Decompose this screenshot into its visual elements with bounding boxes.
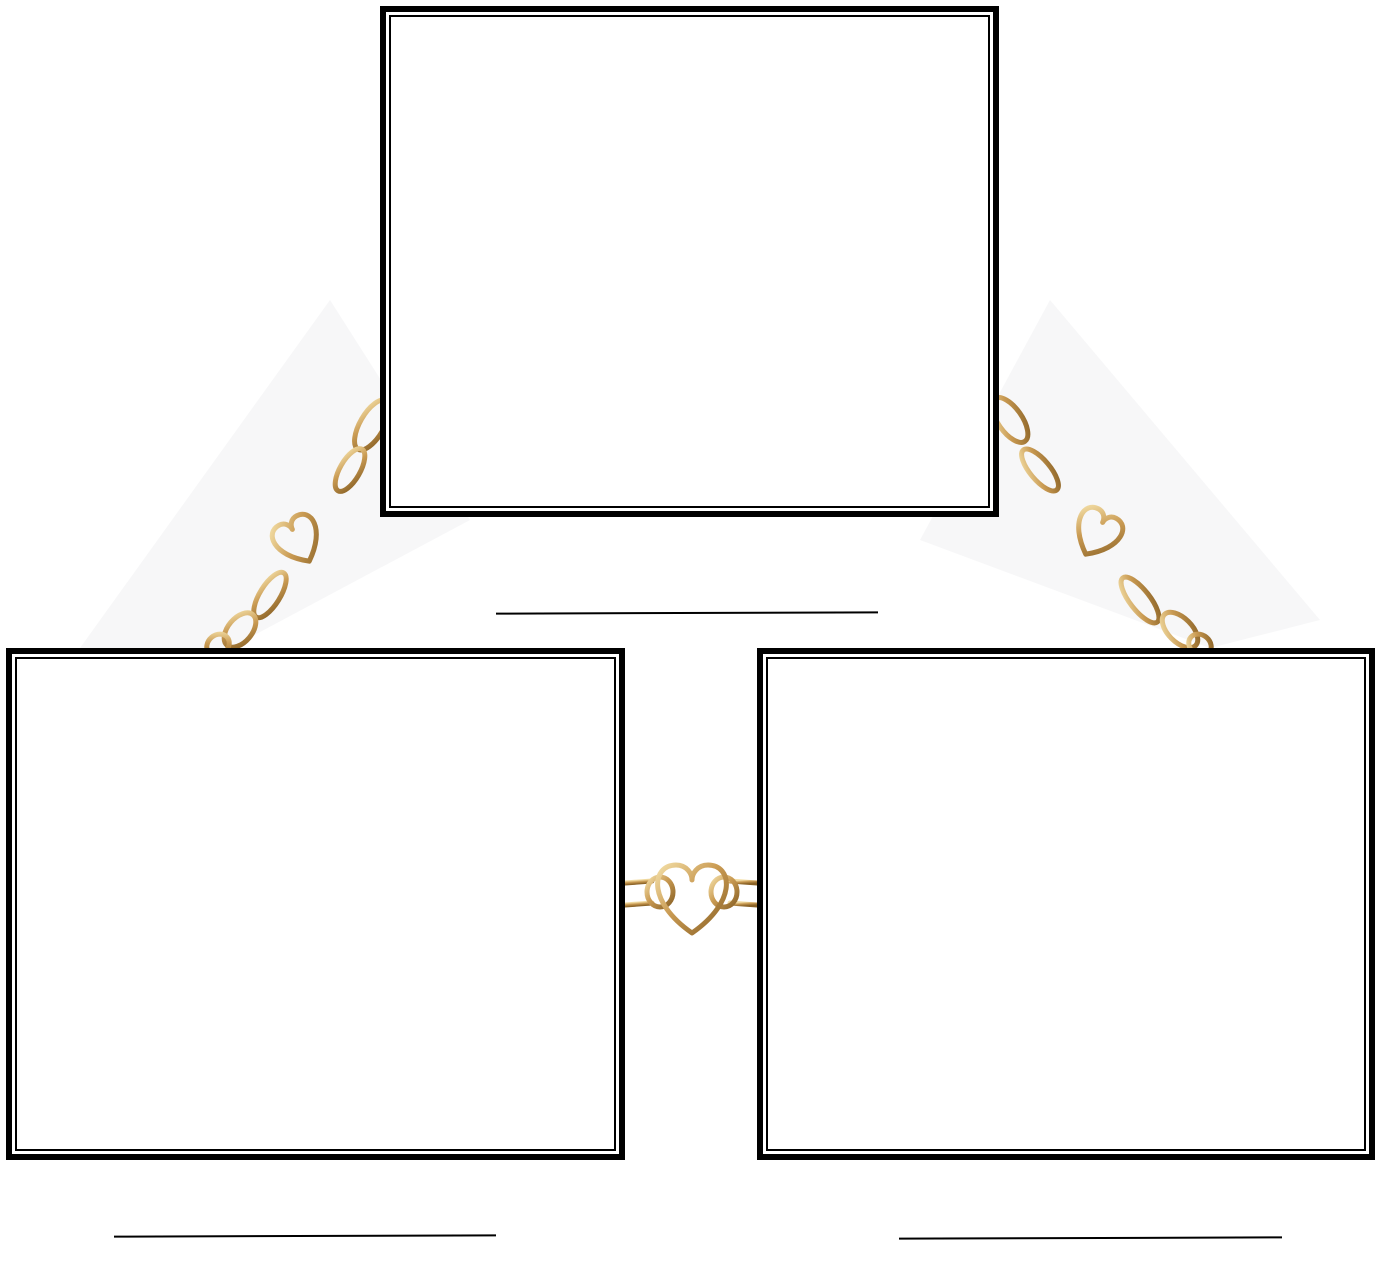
frame-bottom-right-inner-border: [766, 657, 1366, 1151]
heart-link-icon: [658, 865, 727, 933]
frame-bottom-right: [757, 648, 1375, 1160]
frame-top: [380, 6, 999, 517]
frame-bottom-left: [6, 648, 625, 1160]
frame-top-inner-border: [389, 15, 990, 508]
frame-bottom-left-inner-border: [15, 657, 616, 1151]
